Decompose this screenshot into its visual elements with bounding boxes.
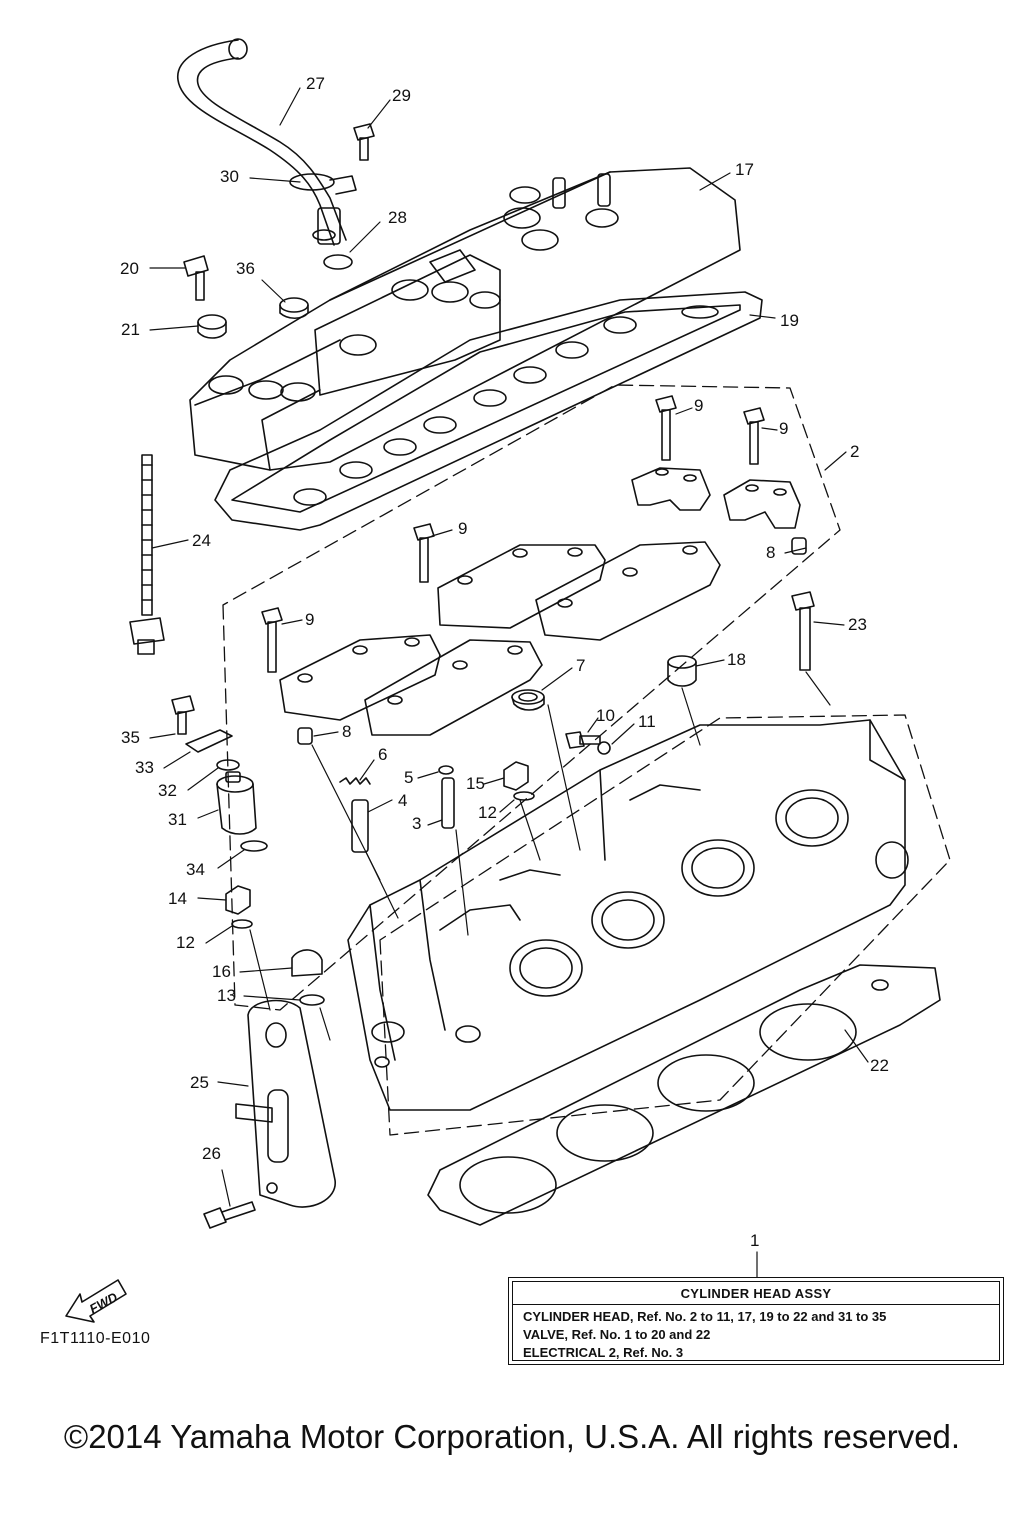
dowel-8b [297, 727, 313, 745]
callout-15: 15 [466, 774, 485, 793]
callout-16: 16 [212, 962, 231, 981]
spring-6 [339, 777, 371, 785]
fwd-label: FWD [87, 1289, 121, 1316]
o-ring-28 [323, 254, 353, 270]
bolt-29 [353, 123, 375, 161]
assembly-title: CYLINDER HEAD ASSY [680, 1286, 832, 1301]
cap-bolts-9 [261, 395, 765, 673]
camshaft-caps [279, 467, 801, 736]
callout-7: 7 [576, 656, 586, 675]
bolt-20 [183, 255, 209, 301]
callout-9d: 9 [305, 610, 315, 629]
assembly-boundaries [222, 384, 951, 1136]
callout-9a: 9 [694, 396, 704, 415]
cable-tie [129, 454, 165, 655]
callout-8b: 8 [342, 722, 352, 741]
callout-32: 32 [158, 781, 177, 800]
callout-3: 3 [412, 814, 422, 833]
head-cover-gasket [214, 291, 763, 531]
callout-14: 14 [168, 889, 187, 908]
bracket-25 [235, 999, 336, 1208]
copyright-notice: ©2014 Yamaha Motor Corporation, U.S.A. A… [63, 1418, 961, 1455]
callout-5: 5 [404, 768, 414, 787]
valve-guide-3 [441, 777, 455, 829]
callout-28: 28 [388, 208, 407, 227]
head-gasket [427, 964, 941, 1226]
nut-15 [503, 761, 529, 791]
callout-18: 18 [727, 650, 746, 669]
breather-hose [177, 38, 347, 246]
bolt-26 [203, 1201, 256, 1229]
callout-20: 20 [120, 259, 139, 278]
callout-19: 19 [780, 311, 799, 330]
assembly-line-cylinder-head: CYLINDER HEAD, Ref. No. 2 to 11, 17, 19 … [523, 1309, 887, 1324]
callout-12a: 12 [478, 803, 497, 822]
valve-guide-4 [351, 799, 369, 853]
callout-24: 24 [192, 531, 211, 550]
leader-lines [149, 87, 869, 1278]
cylinder-head-group-boundary [379, 714, 951, 1136]
camshaft-cap-group-boundary [222, 384, 841, 1011]
bolt-35 [171, 695, 195, 735]
callout-13: 13 [217, 986, 236, 1005]
callout-2: 2 [850, 442, 860, 461]
cap-18 [667, 655, 697, 687]
plug-36 [279, 297, 309, 320]
circlip-5 [438, 765, 454, 775]
callout-33: 33 [135, 758, 154, 777]
bolt-10 [565, 731, 601, 749]
callout-23: 23 [848, 615, 867, 634]
nut-16 [291, 949, 323, 977]
callout-9c: 9 [458, 519, 468, 538]
callout-10: 10 [596, 706, 615, 725]
callout-9b: 9 [779, 419, 789, 438]
dowel-8a [791, 537, 807, 555]
assembly-line-electrical: ELECTRICAL 2, Ref. No. 3 [523, 1345, 684, 1360]
callout-8a: 8 [766, 543, 776, 562]
callout-1: 1 [750, 1231, 760, 1250]
washer-12a [513, 791, 535, 801]
hose-clamp [289, 173, 357, 195]
callout-25: 25 [190, 1073, 209, 1092]
seal-7 [511, 689, 545, 711]
callout-34: 34 [186, 860, 205, 879]
assembly-line-valve: VALVE, Ref. No. 1 to 20 and 22 [523, 1327, 711, 1342]
callout-12b: 12 [176, 933, 195, 952]
callout-22: 22 [870, 1056, 889, 1075]
callout-17: 17 [735, 160, 754, 179]
assembly-info-box: CYLINDER HEAD ASSY CYLINDER HEAD, Ref. N… [508, 1277, 1004, 1365]
washer-11 [597, 741, 611, 755]
callout-4: 4 [398, 791, 408, 810]
washer-12b [231, 919, 253, 929]
o-ring-34 [240, 840, 268, 852]
cylinder-head-cover [189, 167, 741, 471]
callout-29: 29 [392, 86, 411, 105]
grommet-21 [197, 314, 227, 339]
washer-13 [299, 994, 325, 1006]
callout-31: 31 [168, 810, 187, 829]
callout-27: 27 [306, 74, 325, 93]
o-ring-32 [216, 759, 240, 771]
cylinder-head [347, 719, 909, 1111]
bracket-33 [185, 729, 233, 753]
callout-21: 21 [121, 320, 140, 339]
callout-26: 26 [202, 1144, 221, 1163]
callout-30: 30 [220, 167, 239, 186]
nut-14 [225, 885, 251, 915]
callout-35: 35 [121, 728, 140, 747]
callout-36: 36 [236, 259, 255, 278]
fwd-arrow-icon: FWD [65, 1279, 127, 1323]
diagram-code: F1T1110-E010 [40, 1330, 151, 1347]
bolt-23 [791, 591, 815, 671]
callout-6: 6 [378, 745, 388, 764]
callout-11: 11 [638, 712, 656, 731]
sleeve-31 [216, 771, 257, 835]
